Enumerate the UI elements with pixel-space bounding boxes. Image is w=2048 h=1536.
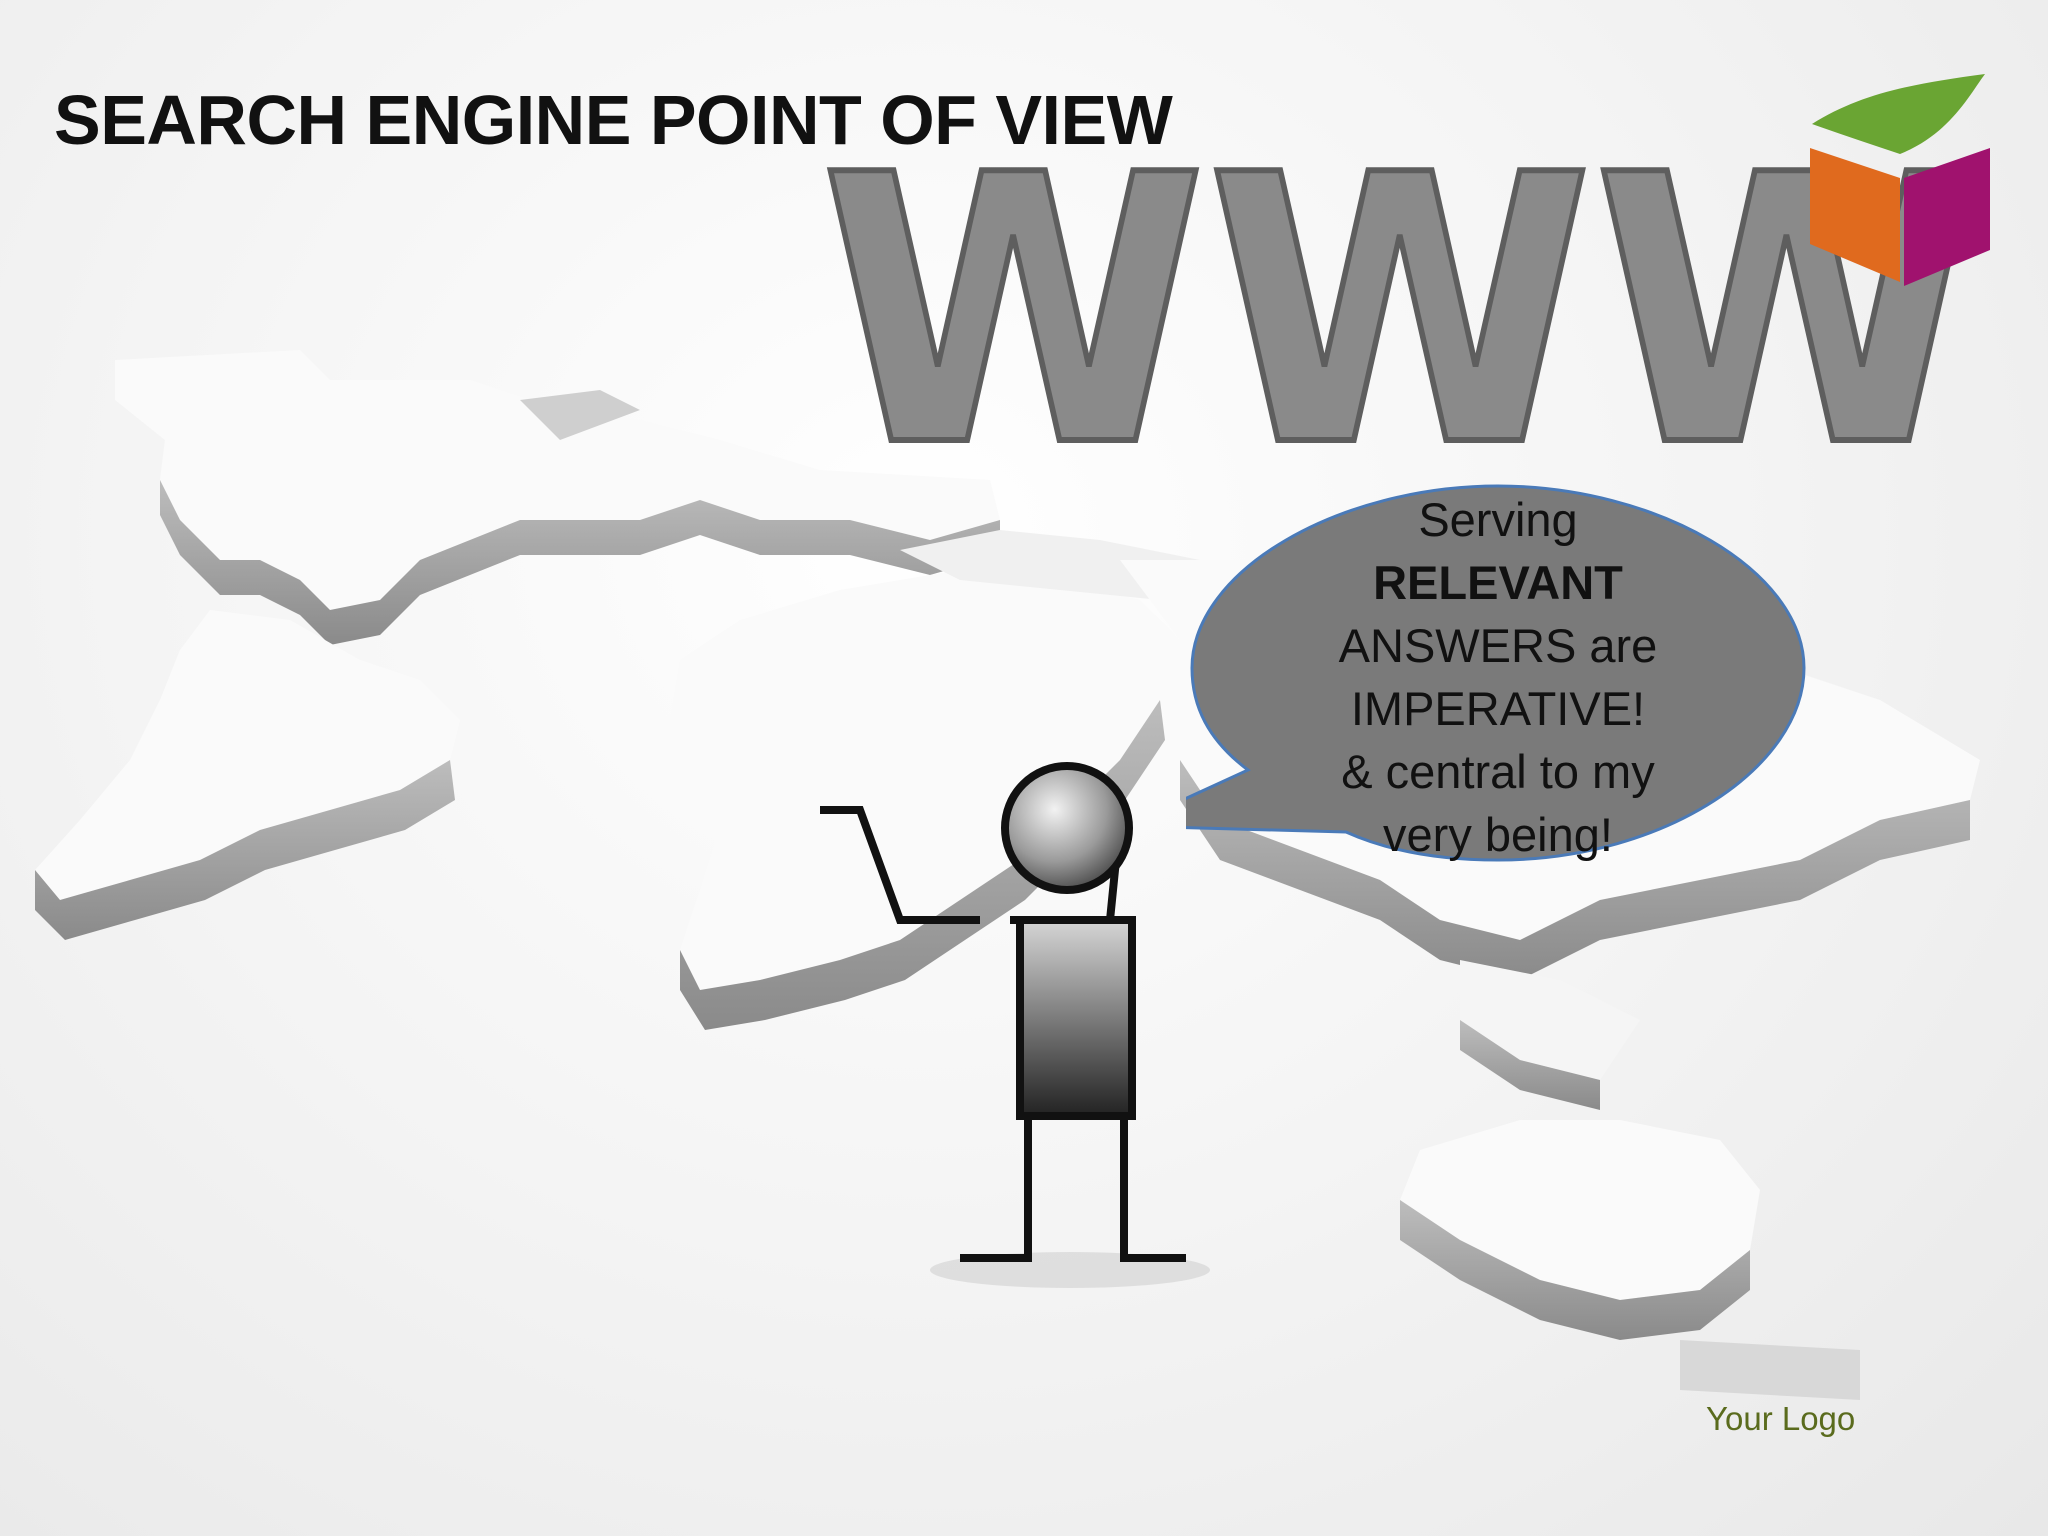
africa-shape [670,530,1200,1030]
slide-title: SEARCH ENGINE POINT OF VIEW [54,81,1173,159]
south-america-shape [35,610,460,940]
bubble-line-1: Serving [1418,493,1578,546]
www-graphic: WWW [817,95,1983,531]
speech-bubble [1186,484,1806,862]
svg-text:WWW: WWW [820,98,1980,528]
speech-bubble-text: Serving RELEVANT ANSWERS are IMPERATIVE!… [1220,488,1776,866]
stick-figure-illustration [820,762,1186,1262]
cube-logo-icon [1810,74,1990,286]
your-logo-placeholder: Your Logo [1706,1400,1856,1437]
australia-shape [1400,1120,1860,1400]
bubble-line-6: very being! [1383,808,1613,861]
bubble-line-3: ANSWERS are [1338,619,1658,672]
north-america-shape [115,350,1000,645]
bubble-line-5: & central to my [1341,745,1655,798]
bubble-line-2: RELEVANT [1373,556,1623,609]
bubble-line-4: IMPERATIVE! [1350,682,1646,735]
